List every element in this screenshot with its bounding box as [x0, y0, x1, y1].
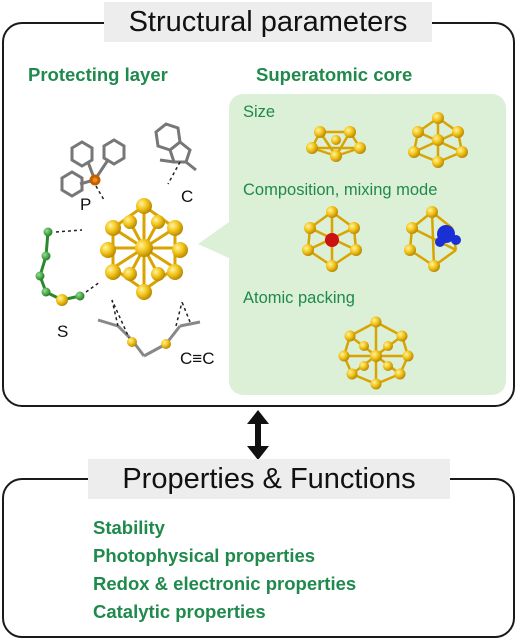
property-catalytic: Catalytic properties [93, 601, 266, 622]
structural-parameters-title: Structural parameters [104, 2, 432, 42]
alkynyl-ligand [97, 299, 201, 358]
composition-cluster-blue-dopant [404, 206, 461, 272]
protecting-layer-heading: Protecting layer [28, 64, 168, 85]
size-cluster-large [408, 112, 468, 168]
property-photophysical: Photophysical properties [93, 545, 316, 566]
thiolate-ligand [35, 227, 101, 306]
double-headed-arrow [247, 410, 269, 460]
property-redox-electronic: Redox & electronic properties [93, 573, 357, 594]
properties-functions-title: Properties & Functions [88, 459, 450, 499]
alkynyl-label: C≡C [180, 349, 215, 368]
callout-tail [198, 222, 229, 258]
size-cluster-small [306, 126, 366, 162]
atomic-packing-cluster [338, 316, 414, 390]
superatomic-core-heading: Superatomic core [256, 64, 413, 85]
composition-cluster-red-dopant [302, 206, 362, 272]
property-stability: Stability [93, 517, 165, 538]
carbene-label: C [181, 187, 194, 206]
properties-list: Stability Photophysical properties Redox… [93, 514, 356, 626]
central-core-cluster [100, 198, 188, 300]
phosphine-ligand [60, 138, 126, 201]
atomic-packing-label: Atomic packing [243, 289, 355, 307]
size-label: Size [243, 103, 276, 121]
sulfur-label: S [57, 322, 69, 341]
composition-label: Composition, mixing mode [243, 181, 438, 199]
phosphorus-label: P [80, 195, 92, 214]
nhc-ligand [154, 122, 197, 185]
